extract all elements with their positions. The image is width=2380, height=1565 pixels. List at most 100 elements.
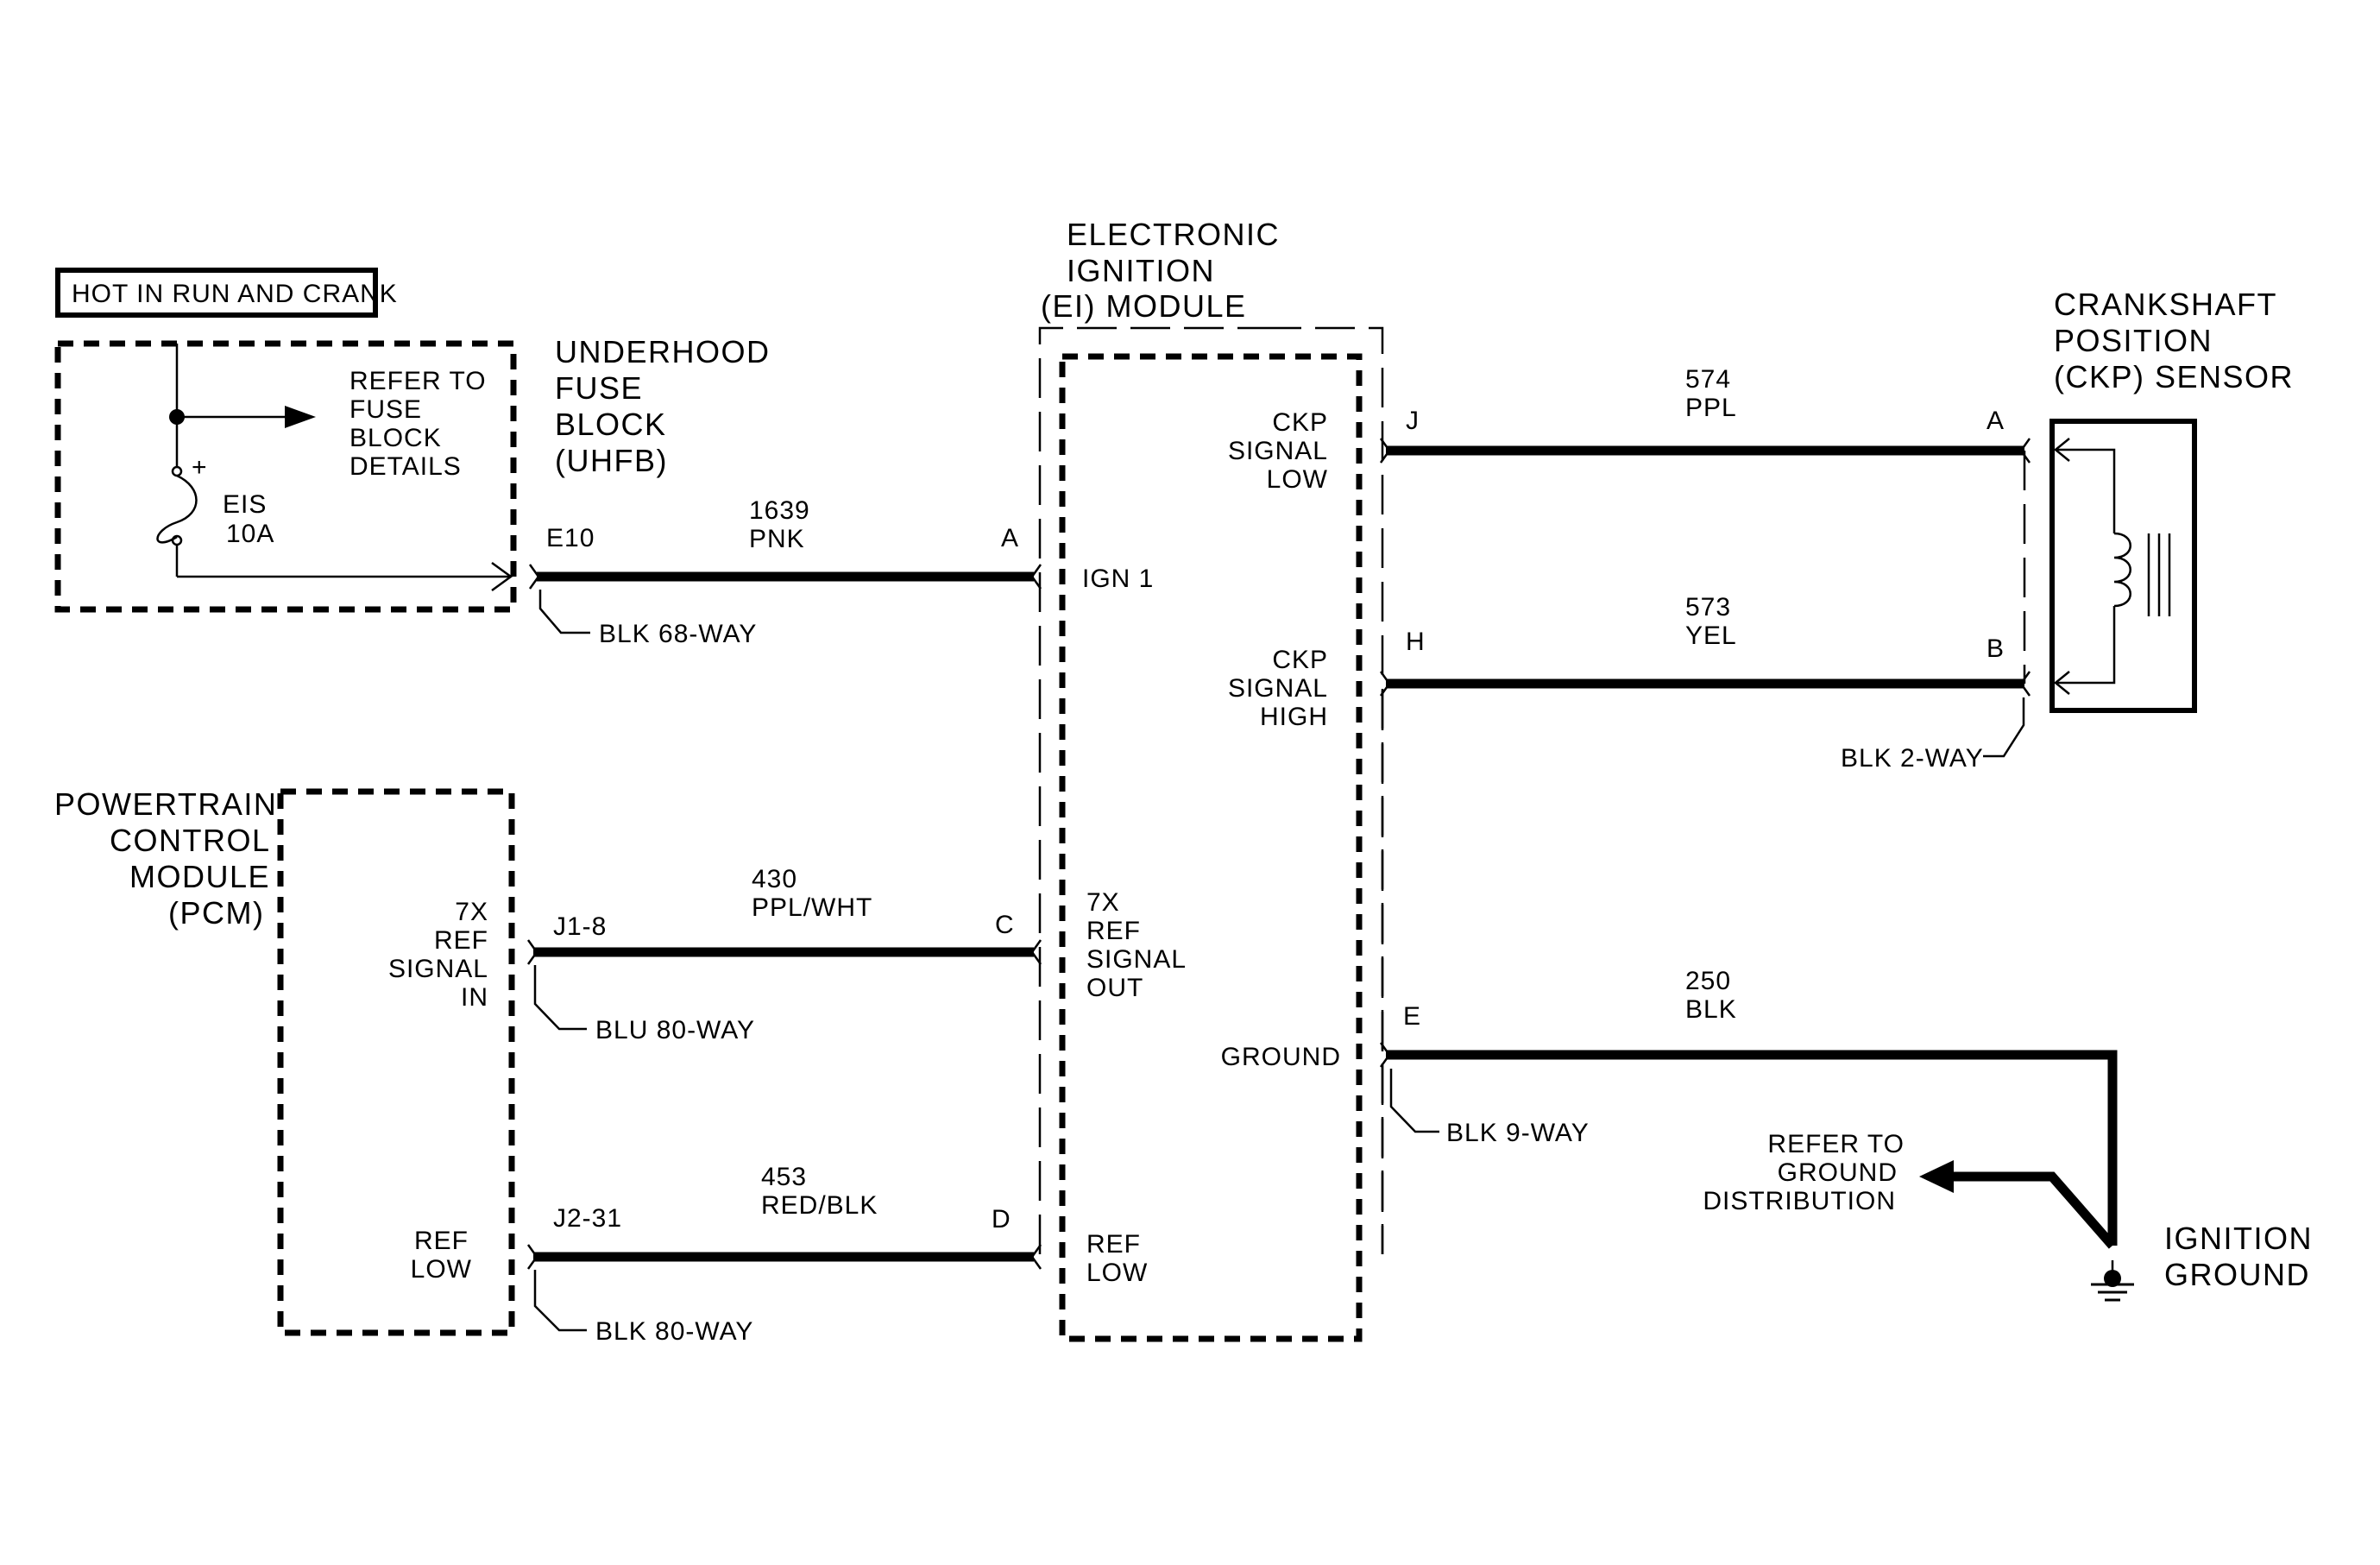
connector-blk-80-way: BLK 80-WAY bbox=[533, 1270, 753, 1346]
pin-e: E bbox=[1403, 1002, 1421, 1031]
ei-title-line-3: (EI) MODULE bbox=[1041, 288, 1247, 324]
connector-blk-9-label: BLK 9-WAY bbox=[1446, 1119, 1590, 1147]
uhfb-title-line-2: FUSE bbox=[555, 370, 643, 406]
ei-title: ELECTRONIC IGNITION (EI) MODULE bbox=[1041, 217, 1280, 324]
ei-housing-right bbox=[1262, 326, 1384, 1254]
wire-453-circuit: 453 bbox=[761, 1163, 807, 1191]
uhfb-title-line-4: (UHFB) bbox=[555, 443, 668, 478]
pcm-outline bbox=[277, 788, 515, 1336]
pin-e10: E10 bbox=[546, 524, 595, 552]
pcm-ref-in-line-4: IN bbox=[461, 983, 488, 1012]
pin-a: A bbox=[1001, 524, 1019, 552]
fuse-rating: 10A bbox=[226, 520, 274, 548]
pcm-title: POWERTRAIN CONTROL MODULE (PCM) bbox=[54, 786, 277, 931]
ckp-title-line-2: POSITION bbox=[2054, 323, 2213, 358]
ei-ckp-low-line-1: CKP bbox=[1272, 408, 1328, 437]
connector-blu-80-way: BLU 80-WAY bbox=[533, 965, 755, 1044]
wire-574-color: PPL bbox=[1685, 394, 1737, 422]
ground-refer-line-2: GROUND bbox=[1778, 1158, 1898, 1187]
pcm-title-line-1: POWERTRAIN bbox=[54, 786, 277, 822]
fuse-block: REFER TO FUSE BLOCK DETAILS + EIS 10A bbox=[54, 340, 517, 613]
pcm-ref-in-line-1: 7X bbox=[455, 898, 488, 926]
fuse-block-outline bbox=[54, 340, 517, 613]
refer-arrow-icon bbox=[285, 406, 316, 428]
pcm-title-line-3: MODULE bbox=[129, 859, 270, 894]
ignition-ground-label: IGNITION GROUND bbox=[2164, 1221, 2312, 1292]
ei-housing-left bbox=[1038, 326, 1262, 1254]
pcm-ref-low-line-1: REF bbox=[414, 1227, 469, 1255]
ei-ref-low: REF LOW bbox=[1086, 1230, 1147, 1287]
ckp-coil-icon bbox=[2054, 438, 2171, 695]
wire-1639: 1639 PNK bbox=[537, 496, 1034, 582]
uhfb-title: UNDERHOOD FUSE BLOCK (UHFB) bbox=[555, 334, 771, 478]
ei-ckp-high: CKP SIGNAL HIGH bbox=[1228, 646, 1328, 731]
output-arrow-icon bbox=[491, 561, 513, 592]
connector-marks bbox=[526, 438, 2031, 1270]
pin-d: D bbox=[992, 1205, 1011, 1234]
ei-ckp-high-line-1: CKP bbox=[1272, 646, 1328, 674]
ei-module: ELECTRONIC IGNITION (EI) MODULE IGN 1 7X… bbox=[1038, 217, 1384, 1342]
ei-ref-out-line-2: REF bbox=[1086, 917, 1141, 945]
wire-250: 250 BLK bbox=[1386, 967, 2118, 1249]
pcm-ref-in-line-2: REF bbox=[434, 926, 488, 955]
ei-title-line-1: ELECTRONIC bbox=[1067, 217, 1280, 252]
ei-ref-signal-out: 7X REF SIGNAL OUT bbox=[1086, 888, 1187, 1002]
ckp-sensor-box bbox=[2049, 419, 2197, 713]
connector-blk-68-label: BLK 68-WAY bbox=[599, 620, 757, 648]
connector-blu-80-label: BLU 80-WAY bbox=[595, 1016, 755, 1044]
fuse-name: EIS bbox=[223, 490, 267, 519]
ei-ground-label: GROUND bbox=[1221, 1043, 1341, 1071]
ground-refer-text: REFER TO GROUND DISTRIBUTION bbox=[1703, 1130, 1905, 1215]
ignition-ground-line-2: GROUND bbox=[2164, 1257, 2310, 1292]
ground-refer-line-3: DISTRIBUTION bbox=[1703, 1187, 1896, 1215]
wire-250-circuit: 250 bbox=[1685, 967, 1731, 995]
pin-j2-31: J2-31 bbox=[553, 1204, 622, 1233]
ei-ckp-high-line-2: SIGNAL bbox=[1228, 674, 1328, 703]
pin-j: J bbox=[1406, 407, 1420, 435]
pin-j1-8: J1-8 bbox=[553, 912, 607, 941]
wire-573-color: YEL bbox=[1685, 622, 1737, 650]
pcm-title-line-4: (PCM) bbox=[168, 895, 264, 931]
ei-ckp-low-line-2: SIGNAL bbox=[1228, 437, 1328, 465]
pcm-ref-low-line-2: LOW bbox=[411, 1255, 472, 1284]
ground-icon bbox=[2091, 1260, 2134, 1302]
connector-blk-2-label: BLK 2-WAY bbox=[1841, 744, 1984, 773]
refer-line-3: BLOCK bbox=[349, 424, 442, 452]
fuse-refer-text: REFER TO FUSE BLOCK DETAILS bbox=[349, 367, 487, 481]
wire-573: 573 YEL bbox=[1386, 593, 2024, 689]
ckp-title: CRANKSHAFT POSITION (CKP) SENSOR bbox=[2054, 287, 2294, 394]
wire-430: 430 PPL/WHT bbox=[533, 865, 1034, 957]
connector-blk-80-label: BLK 80-WAY bbox=[595, 1317, 753, 1346]
ei-ckp-high-line-3: HIGH bbox=[1260, 703, 1328, 731]
connector-blk-2-way: BLK 2-WAY bbox=[1841, 697, 2025, 773]
pin-sensor-a: A bbox=[1986, 407, 2005, 435]
wire-574: 574 PPL bbox=[1386, 365, 2024, 456]
ground-refer-line-1: REFER TO bbox=[1767, 1130, 1905, 1158]
power-status-label: HOT IN RUN AND CRANK bbox=[55, 268, 397, 318]
ckp-title-line-1: CRANKSHAFT bbox=[2054, 287, 2277, 322]
pin-c: C bbox=[995, 911, 1015, 939]
pcm-ref-in-line-3: SIGNAL bbox=[388, 955, 488, 983]
wire-1639-color: PNK bbox=[749, 525, 805, 553]
ei-title-line-2: IGNITION bbox=[1067, 253, 1215, 288]
uhfb-title-line-3: BLOCK bbox=[555, 407, 667, 442]
uhfb-title-line-1: UNDERHOOD bbox=[555, 334, 771, 369]
ground-refer-arrow-icon bbox=[1919, 1160, 1954, 1193]
ei-inner-outline bbox=[1059, 353, 1363, 1342]
refer-line-1: REFER TO bbox=[349, 367, 487, 395]
wire-250-color: BLK bbox=[1685, 995, 1737, 1024]
ei-ref-out-line-1: 7X bbox=[1086, 888, 1120, 917]
wire-1639-circuit: 1639 bbox=[749, 496, 810, 525]
pcm-ref-low: REF LOW bbox=[411, 1227, 472, 1284]
ckp-title-line-3: (CKP) SENSOR bbox=[2054, 359, 2294, 394]
ckp-sensor: CRANKSHAFT POSITION (CKP) SENSOR bbox=[2049, 287, 2294, 713]
wire-453-color: RED/BLK bbox=[761, 1191, 878, 1220]
pcm-ref-signal-in: 7X REF SIGNAL IN bbox=[388, 898, 488, 1012]
ei-ckp-low: CKP SIGNAL LOW bbox=[1228, 408, 1328, 494]
ei-ckp-low-line-3: LOW bbox=[1267, 465, 1328, 494]
wire-430-color: PPL/WHT bbox=[752, 893, 872, 922]
refer-line-2: FUSE bbox=[349, 395, 422, 424]
pin-sensor-b: B bbox=[1986, 634, 2005, 663]
ei-ref-out-line-3: SIGNAL bbox=[1086, 945, 1187, 974]
